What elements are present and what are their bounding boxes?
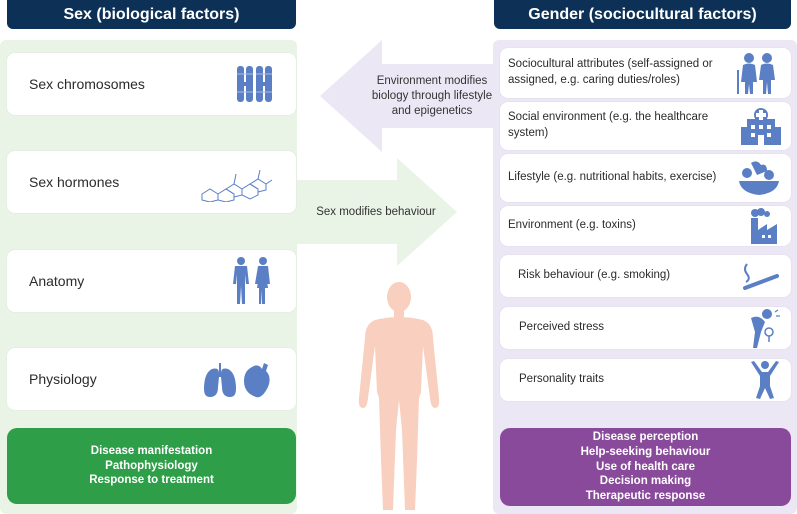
elderly-couple-icon [737,53,775,94]
hormone-molecule-icon [201,169,273,202]
outcome-item: Disease perception [592,431,699,444]
food-bowl-icon [739,161,779,195]
outcome-item: Disease manifestation [90,444,213,457]
environment-arrow-label: Environment modifies biology through lif… [371,75,493,117]
outcome-item: Therapeutic response [585,490,706,503]
right-item-label: Social environment (e.g. the healthcare … [508,111,709,139]
right-item-sociocultural-attributes: Sociocultural attributes (self-assigned … [500,48,791,98]
biological-outcomes-box: Disease manifestation Pathophysiology Re… [7,428,296,504]
right-item-risk-behaviour: Risk behaviour (e.g. smoking) [500,255,791,297]
gender-header: Gender (sociocultural factors) [494,0,791,29]
left-item-sex-chromosomes: Sex chromosomes [7,53,296,115]
factory-icon [751,208,777,244]
right-item-label: Environment (e.g. toxins) [508,219,636,232]
right-item-label: Risk behaviour (e.g. smoking) [518,269,671,282]
lungs-heart-icon [204,363,270,398]
human-body-icon [358,282,440,510]
left-item-physiology: Physiology [7,348,296,410]
left-item-sex-hormones: Sex hormones [7,151,296,213]
right-item-label: Perceived stress [519,321,605,334]
male-female-body-icon [233,257,270,304]
right-item-social-environment: Social environment (e.g. the healthcare … [500,102,791,150]
right-item-lifestyle: Lifestyle (e.g. nutritional habits, exer… [500,154,791,202]
outcome-item: Response to treatment [89,474,214,487]
right-item-label: Sociocultural attributes (self-assigned … [508,58,713,86]
right-item-perceived-stress: Perceived stress [500,307,791,349]
hospital-icon [741,108,781,145]
left-item-label: Sex hormones [29,174,120,190]
environment-arrow [320,40,495,152]
outcome-item: Help-seeking behaviour [580,445,711,458]
sex-header: Sex (biological factors) [7,0,296,29]
sociocultural-outcomes-box: Disease perception Help-seeking behaviou… [500,428,791,506]
left-item-label: Physiology [29,371,97,387]
right-item-environment: Environment (e.g. toxins) [500,206,791,246]
right-item-personality-traits: Personality traits [500,359,791,401]
outcome-item: Pathophysiology [105,459,198,472]
stressed-person-icon [751,309,780,348]
outcome-item: Use of health care [595,460,696,473]
sex-modifies-arrow [297,158,457,266]
left-item-label: Anatomy [29,273,85,289]
outcome-item: Decision making [599,475,692,488]
left-item-anatomy: Anatomy [7,250,296,312]
right-item-label: Lifestyle (e.g. nutritional habits, exer… [508,171,717,184]
left-item-label: Sex chromosomes [29,76,145,92]
happy-person-icon [751,361,779,399]
chromosome-icon [237,66,272,102]
right-item-label: Personality traits [519,373,605,386]
cigarette-icon [743,263,779,290]
sex-modifies-arrow-label: Sex modifies behaviour [316,206,436,218]
